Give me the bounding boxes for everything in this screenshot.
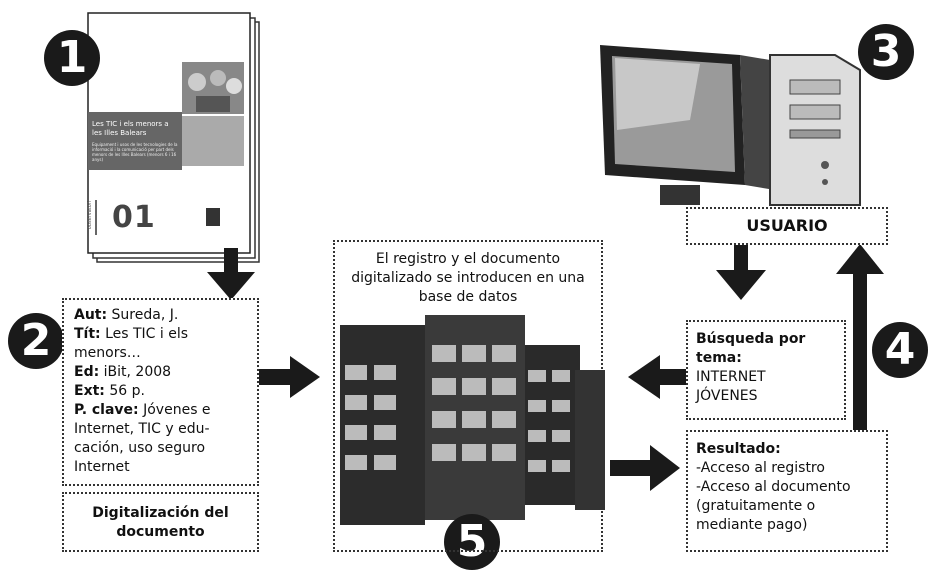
- aut-value: Sureda, J.: [111, 307, 179, 323]
- busqueda-box: Búsqueda por tema: INTERNET JÓVENES: [686, 320, 846, 420]
- step-3-badge: 3: [858, 24, 914, 80]
- computer-illustration: [600, 45, 861, 206]
- booklet-spine: observatori: [87, 200, 94, 230]
- busqueda-term-2: JÓVENES: [696, 388, 758, 404]
- step-5-badge: 5: [444, 514, 500, 570]
- tit-label: Tít:: [74, 326, 101, 342]
- pclave-label: P. clave:: [74, 402, 139, 418]
- resultado-box: Resultado: -Acceso al registro -Acceso a…: [686, 430, 888, 552]
- arrow-right-to-resultado: [610, 460, 656, 476]
- arrow-down-booklet: [224, 248, 238, 278]
- step-1-badge: 1: [44, 30, 100, 86]
- booklet-title: Les TIC i els menors a les Illes Balears: [92, 120, 169, 137]
- ext-value: 56 p.: [109, 383, 145, 399]
- pclave-value: Jóvenes e Internet, TIC y edu-cación, us…: [74, 402, 211, 475]
- step-2-badge: 2: [8, 313, 64, 369]
- step-4-badge: 4: [872, 322, 928, 378]
- resultado-line-1: -Acceso al registro: [696, 460, 825, 476]
- resultado-label: Resultado:: [696, 441, 781, 457]
- arrow-left-from-busqueda: [628, 355, 660, 399]
- ed-label: Ed:: [74, 364, 100, 380]
- server-illustration: [340, 315, 605, 525]
- busqueda-term-1: INTERNET: [696, 369, 766, 385]
- booklet-number: 01: [112, 200, 156, 235]
- arrow-right-to-server: [255, 369, 295, 385]
- usuario-box: USUARIO: [686, 207, 888, 245]
- record-box: Aut: Sureda, J. Tít: Les TIC i els menor…: [62, 298, 259, 486]
- resultado-line-3: (gratuitamente o mediante pago): [696, 498, 816, 533]
- aut-label: Aut:: [74, 307, 108, 323]
- arrow-down-usuario: [734, 245, 748, 275]
- tit-value: Les TIC i els menors…: [74, 326, 189, 361]
- arrows: [207, 244, 884, 491]
- resultado-line-2: -Acceso al documento: [696, 479, 851, 495]
- busqueda-label: Búsqueda por tema:: [696, 331, 806, 366]
- database-box: El registro y el documento digitalizado …: [333, 240, 603, 552]
- booklet-subtitle: Equipament i usos de les tecnologies de …: [92, 142, 178, 162]
- digitalizacion-box: Digitalización del documento: [62, 492, 259, 552]
- ed-value: iBit, 2008: [103, 364, 172, 380]
- arrow-up-to-usuario: [853, 270, 867, 430]
- ext-label: Ext:: [74, 383, 105, 399]
- booklet-illustration: [87, 12, 260, 263]
- database-text: El registro y el documento digitalizado …: [351, 251, 585, 305]
